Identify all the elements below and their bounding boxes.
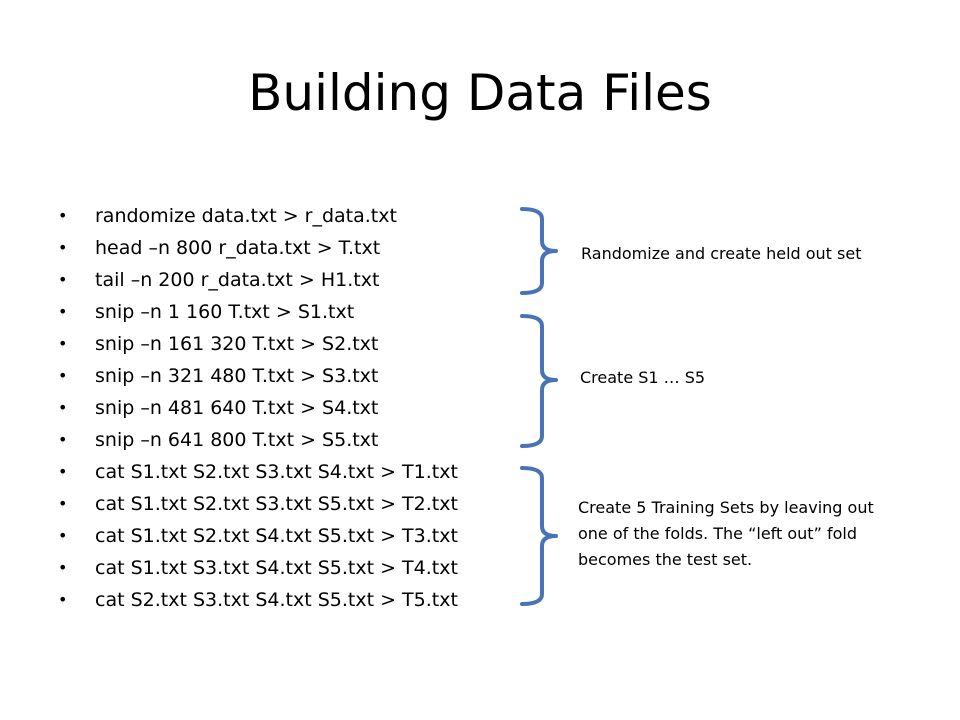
command-text: cat S1.txt S2.txt S4.txt S5.txt > T3.txt (95, 525, 458, 547)
bullet-icon: • (58, 526, 68, 545)
command-text: snip –n 1 160 T.txt > S1.txt (95, 301, 355, 323)
bullet-icon: • (58, 238, 68, 257)
command-list: • randomize data.txt > r_data.txt • head –… (58, 200, 458, 616)
command-item: • cat S1.txt S2.txt S3.txt S5.txt > T2.tx… (58, 488, 458, 520)
bullet-icon: • (58, 558, 68, 577)
command-item: • snip –n 161 320 T.txt > S2.txt (58, 328, 458, 360)
annotation-create-s: Create S1 … S5 (580, 368, 706, 387)
bullet-icon: • (58, 462, 68, 481)
command-text: snip –n 481 640 T.txt > S4.txt (95, 397, 379, 419)
bullet-icon: • (58, 302, 68, 321)
command-text: cat S1.txt S2.txt S3.txt S5.txt > T2.txt (95, 493, 458, 515)
command-text: tail –n 200 r_data.txt > H1.txt (95, 269, 380, 291)
command-item: • snip –n 321 480 T.txt > S3.txt (58, 360, 458, 392)
bullet-icon: • (58, 366, 68, 385)
command-item: • snip –n 481 640 T.txt > S4.txt (58, 392, 458, 424)
annotation-line: becomes the test set. (578, 550, 753, 569)
command-item: • cat S1.txt S2.txt S4.txt S5.txt > T3.tx… (58, 520, 458, 552)
bullet-icon: • (58, 398, 68, 417)
annotation-training-sets: Create 5 Training Sets by leaving out on… (578, 495, 874, 573)
bullet-icon: • (58, 334, 68, 353)
bullet-icon: • (58, 494, 68, 513)
command-item: • cat S1.txt S2.txt S3.txt S4.txt > T1.tx… (58, 456, 458, 488)
right-brace-icon (520, 314, 558, 448)
command-text: cat S2.txt S3.txt S4.txt S5.txt > T5.txt (95, 589, 458, 611)
command-item: • cat S2.txt S3.txt S4.txt S5.txt > T5.tx… (58, 584, 458, 616)
command-text: snip –n 641 800 T.txt > S5.txt (95, 429, 379, 451)
command-item: • snip –n 1 160 T.txt > S1.txt (58, 296, 458, 328)
right-brace-icon (520, 466, 558, 606)
command-text: cat S1.txt S2.txt S3.txt S4.txt > T1.txt (95, 461, 458, 483)
command-text: cat S1.txt S3.txt S4.txt S5.txt > T4.txt (95, 557, 458, 579)
command-text: randomize data.txt > r_data.txt (95, 205, 397, 227)
command-text: snip –n 161 320 T.txt > S2.txt (95, 333, 379, 355)
command-item: • snip –n 641 800 T.txt > S5.txt (58, 424, 458, 456)
bullet-icon: • (58, 270, 68, 289)
annotation-line: Create 5 Training Sets by leaving out (578, 498, 874, 517)
bullet-icon: • (58, 206, 68, 225)
slide-title: Building Data Files (248, 64, 712, 122)
right-brace-icon (520, 207, 558, 295)
command-item: • tail –n 200 r_data.txt > H1.txt (58, 264, 458, 296)
command-item: • cat S1.txt S3.txt S4.txt S5.txt > T4.tx… (58, 552, 458, 584)
annotation-randomize: Randomize and create held out set (581, 244, 862, 263)
bullet-icon: • (58, 590, 68, 609)
command-item: • head –n 800 r_data.txt > T.txt (58, 232, 458, 264)
annotation-line: one of the folds. The “left out” fold (578, 524, 857, 543)
command-text: head –n 800 r_data.txt > T.txt (95, 237, 381, 259)
command-item: • randomize data.txt > r_data.txt (58, 200, 458, 232)
command-text: snip –n 321 480 T.txt > S3.txt (95, 365, 379, 387)
bullet-icon: • (58, 430, 68, 449)
